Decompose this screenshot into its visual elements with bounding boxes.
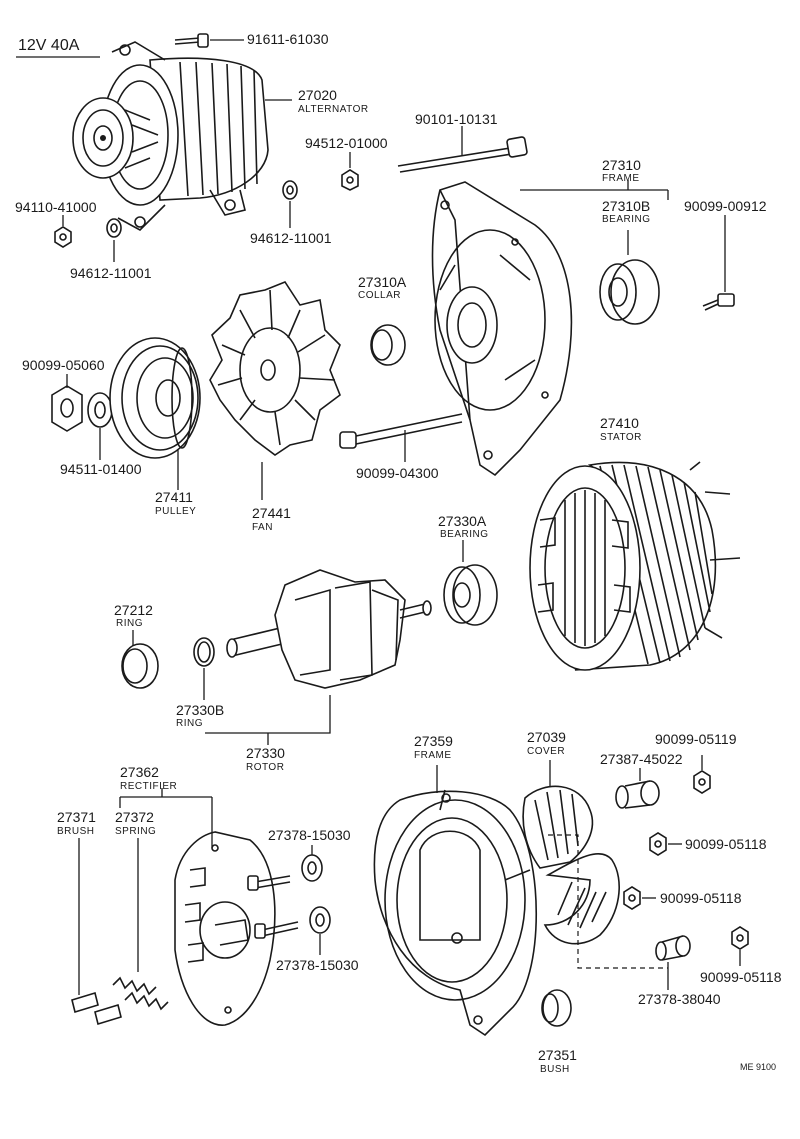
label-94612-11001-right: 94612-11001	[250, 230, 332, 246]
label-27039: 27039	[527, 729, 566, 745]
label-frame-27310: FRAME	[602, 173, 640, 184]
washer-27378-15030-b-drawing	[309, 906, 331, 934]
spec-header: 12V 40A	[18, 37, 80, 54]
label-bearing-27330a: BEARING	[440, 529, 489, 540]
label-ring-27212: RING	[116, 618, 143, 629]
label-collar-27310a: COLLAR	[358, 290, 401, 301]
label-90099-05119: 90099-05119	[655, 731, 737, 747]
brush-27371-drawing	[71, 991, 122, 1026]
nut-90099-05119-drawing	[693, 770, 711, 794]
label-rectifier-27362: RECTIFIER	[120, 781, 177, 792]
frame-27359-drawing	[373, 789, 538, 1037]
label-27310b: 27310B	[602, 198, 650, 214]
fan-27441-drawing	[209, 281, 341, 456]
label-spring-27372: SPRING	[115, 826, 156, 837]
ring-27212-drawing	[121, 643, 159, 689]
bearing-27330a-drawing	[443, 564, 498, 626]
terminal-27387-45022-drawing	[615, 780, 660, 809]
label-27351: 27351	[538, 1047, 577, 1063]
washer-94511-01400-drawing	[87, 392, 113, 428]
label-27378-15030-top: 27378-15030	[268, 827, 351, 843]
washer-94612-11001-right-drawing	[282, 180, 298, 200]
label-91611-61030: 91611-61030	[247, 31, 329, 47]
diagram-reference-code: ME 9100	[740, 1062, 776, 1072]
label-27410: 27410	[600, 415, 639, 431]
label-stator-27410: STATOR	[600, 432, 642, 443]
label-bush-27351: BUSH	[540, 1064, 570, 1075]
label-90101-10131: 90101-10131	[415, 111, 498, 127]
label-90099-04300: 90099-04300	[356, 465, 439, 481]
label-27378-38040: 27378-38040	[638, 991, 721, 1007]
label-27372: 27372	[115, 809, 154, 825]
label-27020: 27020	[298, 87, 337, 103]
label-27212: 27212	[114, 602, 153, 618]
washer-27378-15030-a-drawing	[301, 854, 323, 882]
frame-27310-drawing	[431, 181, 573, 477]
label-94511-01400: 94511-01400	[60, 461, 142, 477]
label-90099-00912: 90099-00912	[684, 198, 767, 214]
cover-27039-drawing	[522, 785, 620, 945]
bolt-90101-10131-drawing	[397, 136, 528, 173]
pulley-27411-drawing	[109, 337, 201, 459]
rotor-27330-drawing	[226, 569, 432, 689]
screw-90099-00912-drawing	[702, 293, 735, 311]
label-27441: 27441	[252, 505, 291, 521]
label-94110-41000: 94110-41000	[15, 199, 97, 215]
nut-90099-05118-c-drawing	[731, 926, 749, 950]
label-ring-27330b: RING	[176, 718, 203, 729]
nut-90099-05118-a-drawing	[649, 832, 667, 856]
label-27387-45022: 27387-45022	[600, 751, 683, 767]
label-90099-05118-a: 90099-05118	[685, 836, 767, 852]
label-90099-05118-c: 90099-05118	[700, 969, 782, 985]
ring-27330b-drawing	[193, 637, 215, 667]
nut-90099-05118-b-drawing	[623, 886, 641, 910]
label-pulley-27411: PULLEY	[155, 506, 196, 517]
collar-27310a-drawing	[370, 324, 406, 366]
stator-27410-drawing	[529, 461, 741, 671]
bolt-91611-61030-drawing	[174, 33, 209, 48]
label-90099-05118-b: 90099-05118	[660, 890, 742, 906]
label-27330a: 27330A	[438, 513, 487, 529]
label-27411: 27411	[155, 489, 193, 505]
label-27371: 27371	[57, 809, 96, 825]
spring-27372-drawing	[112, 976, 169, 1011]
label-27310: 27310	[602, 157, 641, 173]
label-94512-01000: 94512-01000	[305, 135, 388, 151]
alternator-assembly-drawing	[72, 41, 269, 231]
nut-94110-41000-drawing	[54, 226, 72, 248]
label-27310a: 27310A	[358, 274, 407, 290]
nut-94512-01000-drawing	[341, 169, 359, 191]
label-cover-27039: COVER	[527, 746, 565, 757]
label-27362: 27362	[120, 764, 159, 780]
label-rotor-27330: ROTOR	[246, 762, 284, 773]
nut-90099-05060-drawing	[51, 385, 83, 432]
label-27378-15030-bottom: 27378-15030	[276, 957, 359, 973]
label-fan-27441: FAN	[252, 522, 273, 533]
bolt-90099-04300-drawing	[339, 413, 463, 449]
label-frame-27359: FRAME	[414, 750, 452, 761]
label-brush-27371: BRUSH	[57, 826, 95, 837]
label-27359: 27359	[414, 733, 453, 749]
washer-94612-11001-left-drawing	[106, 218, 122, 238]
label-94612-11001-left: 94612-11001	[70, 265, 152, 281]
label-27330b: 27330B	[176, 702, 224, 718]
rectifier-27362-drawing	[174, 831, 299, 1026]
label-bearing-27310b: BEARING	[602, 214, 651, 225]
terminal-27378-38040-drawing	[655, 935, 691, 961]
label-alternator: ALTERNATOR	[298, 104, 369, 115]
label-90099-05060: 90099-05060	[22, 357, 105, 373]
bearing-27310b-drawing	[599, 259, 660, 325]
label-27330: 27330	[246, 745, 285, 761]
bush-27351-drawing	[541, 989, 572, 1027]
